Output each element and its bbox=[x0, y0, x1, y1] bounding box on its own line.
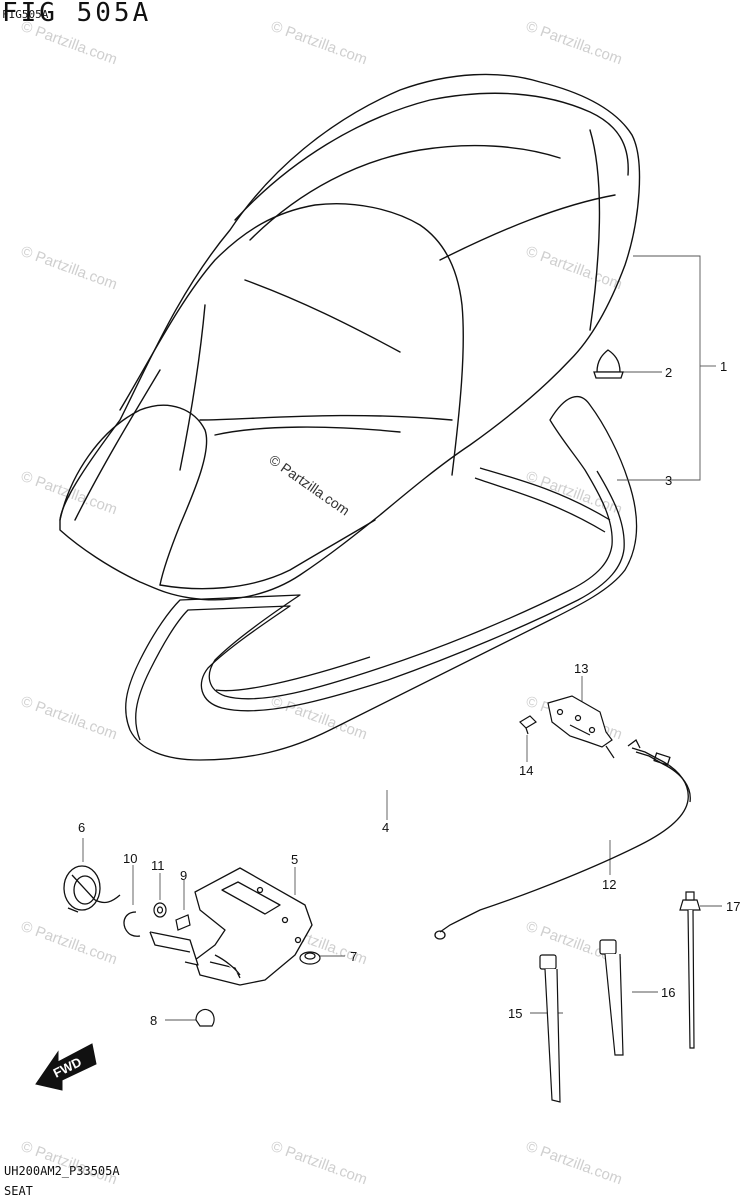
part-12-cable bbox=[434, 739, 691, 940]
part-10-clip bbox=[123, 911, 141, 937]
fwd-direction-badge: FWD bbox=[35, 1043, 97, 1091]
diagram-name: SEAT bbox=[4, 1184, 33, 1198]
part-7-grommet bbox=[299, 951, 321, 965]
figure-title: FIG 505A bbox=[2, 0, 152, 28]
callout-15: 15 bbox=[508, 1006, 522, 1021]
watermark-center: © Partzilla.com bbox=[266, 451, 352, 518]
callout-7: 7 bbox=[350, 949, 357, 964]
part-17-clamp bbox=[679, 891, 701, 1049]
watermark-text: © Partzilla.com bbox=[524, 1138, 625, 1189]
callout-12: 12 bbox=[602, 877, 616, 892]
callout-labels: 1 2 3 4 5 6 7 8 9 10 11 12 13 14 15 16 1… bbox=[78, 359, 740, 1028]
callout-1: 1 bbox=[720, 359, 727, 374]
part-14-screw bbox=[519, 715, 537, 735]
watermark-text: © Partzilla.com bbox=[19, 18, 120, 69]
callout-2: 2 bbox=[665, 365, 672, 380]
part-15-cable-tie bbox=[539, 954, 561, 1103]
seat-assembly bbox=[59, 73, 641, 601]
diagram-code: UH200AM2_P33505A bbox=[4, 1164, 120, 1178]
seat-seal-band bbox=[125, 395, 638, 761]
part-5-hinge-bracket bbox=[149, 867, 313, 986]
part-9-bolt bbox=[175, 914, 191, 931]
callout-6: 6 bbox=[78, 820, 85, 835]
callout-11: 11 bbox=[151, 858, 165, 873]
part-8-buffer bbox=[195, 1008, 215, 1027]
callout-17: 17 bbox=[726, 899, 740, 914]
watermark-text: © Partzilla.com bbox=[19, 918, 120, 969]
callout-9: 9 bbox=[180, 868, 187, 883]
callout-13: 13 bbox=[574, 661, 588, 676]
callout-3: 3 bbox=[665, 473, 672, 488]
watermark-text: © Partzilla.com bbox=[19, 243, 120, 294]
leader-lines bbox=[82, 255, 722, 1021]
watermark-text: © Partzilla.com bbox=[269, 1138, 370, 1189]
figure-code-overlay: FIG505A bbox=[2, 8, 49, 21]
part-11-collar bbox=[153, 902, 167, 918]
part-16-cable-tie bbox=[599, 939, 624, 1056]
watermark-text: © Partzilla.com bbox=[524, 18, 625, 69]
callout-16: 16 bbox=[661, 985, 675, 1000]
part-13-seat-lock bbox=[547, 695, 615, 759]
callout-5: 5 bbox=[291, 852, 298, 867]
callout-4: 4 bbox=[382, 820, 389, 835]
part-6-spring bbox=[63, 865, 121, 913]
callout-8: 8 bbox=[150, 1013, 157, 1028]
watermark-text: © Partzilla.com bbox=[19, 693, 120, 744]
watermark-text: © Partzilla.com bbox=[269, 18, 370, 69]
part-2-cushion bbox=[593, 349, 624, 379]
callout-10: 10 bbox=[123, 851, 137, 866]
watermark-text: © Partzilla.com bbox=[524, 243, 625, 294]
callout-14: 14 bbox=[519, 763, 533, 778]
